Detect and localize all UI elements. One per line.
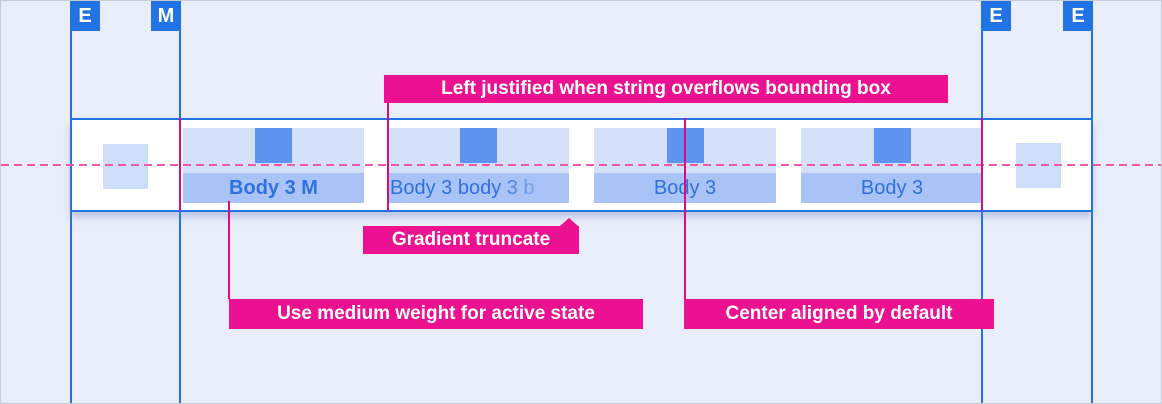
spacing-marker-e-right-outer: E	[1063, 1, 1093, 31]
tab-label-active: Body 3 M	[183, 173, 364, 203]
guide-line-left-inner	[179, 30, 181, 403]
left-margin-spacer	[103, 144, 148, 189]
callout-arrow-up-icon	[560, 218, 578, 226]
guide-line-right-inner	[981, 30, 983, 403]
spacing-marker-e-right-inner: E	[981, 1, 1011, 31]
annotation-left-justified: Left justified when string overflows bou…	[384, 75, 948, 103]
tab-label-default: Body 3	[801, 173, 983, 203]
tab-spacing-square	[255, 128, 292, 163]
guide-line-right-outer	[1091, 30, 1093, 403]
spacing-marker-m: M	[151, 1, 181, 31]
medium-weight-connector-line	[228, 201, 230, 299]
content-edge-line-right	[981, 118, 983, 211]
annotation-text: Gradient truncate	[391, 229, 551, 250]
left-justified-connector-line	[387, 103, 389, 211]
content-edge-line-left	[179, 118, 181, 211]
spacing-marker-e-left: E	[70, 1, 100, 31]
center-aligned-connector-line	[684, 118, 686, 299]
baseline-dashed-line	[1, 164, 1161, 166]
tab-overflow[interactable]: Body 3 body 3 b	[388, 126, 569, 203]
tab-padding-area	[388, 128, 569, 173]
gradient-truncate-overlay	[497, 173, 569, 203]
annotation-medium-weight: Use medium weight for active state	[229, 299, 643, 329]
tab-spacing-square	[873, 128, 911, 163]
annotation-gradient-truncate: Gradient truncate	[363, 218, 579, 254]
tab-label-truncated: Body 3 body 3 b	[388, 173, 569, 203]
annotation-center-aligned: Center aligned by default	[684, 299, 994, 329]
guide-line-left-outer	[70, 30, 72, 403]
tab-padding-area	[183, 128, 364, 173]
tab-spacing-square	[460, 128, 497, 163]
tab-padding-area	[801, 128, 983, 173]
